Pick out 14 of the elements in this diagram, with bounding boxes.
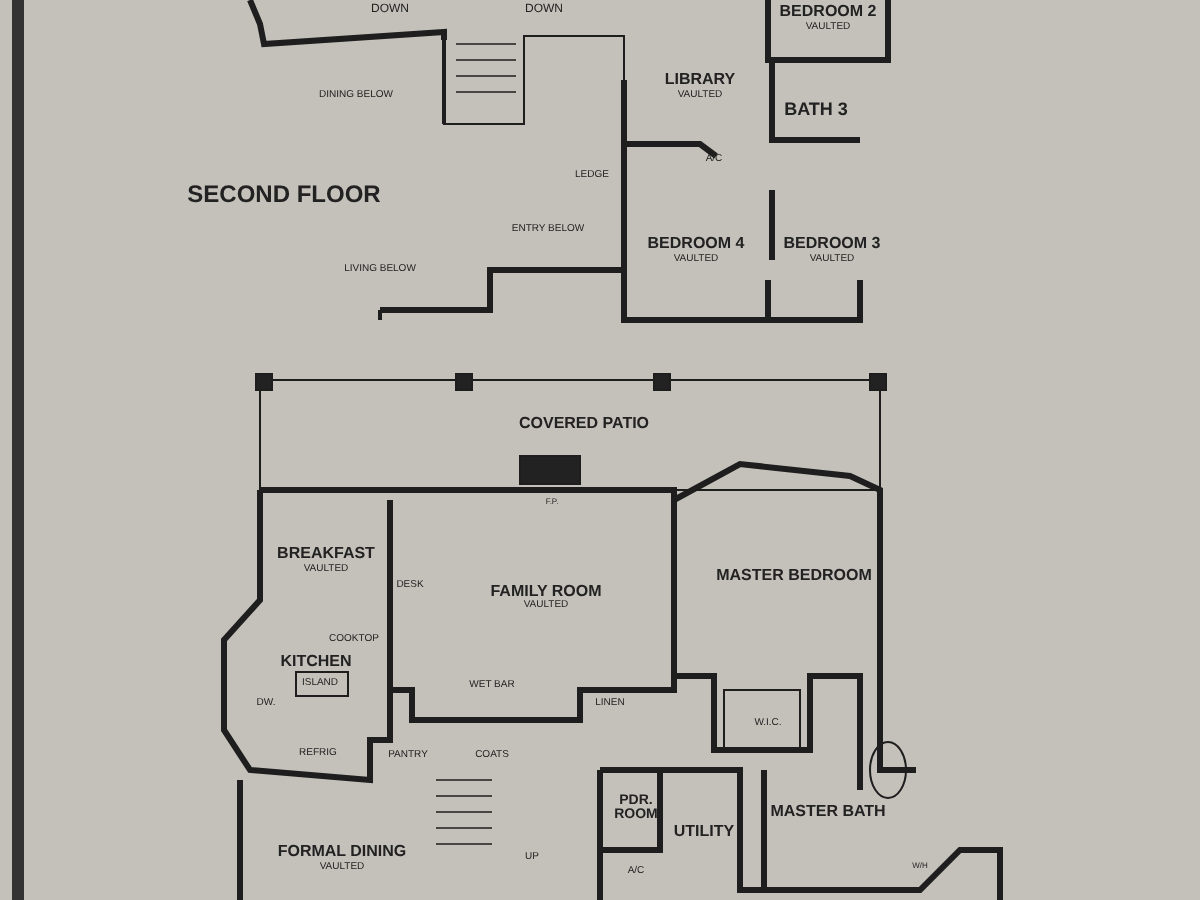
room-label: FORMAL DINING bbox=[277, 844, 407, 860]
floor-title: SECOND FLOOR bbox=[187, 182, 381, 206]
room-label: BEDROOM 4 bbox=[647, 236, 745, 252]
room-label: UTILITY bbox=[673, 824, 735, 840]
room-label: BATH 3 bbox=[784, 101, 848, 119]
room-label: FAMILY ROOM bbox=[490, 584, 602, 600]
room-label: BEDROOM 3 bbox=[783, 236, 881, 252]
room-label: LIBRARY bbox=[664, 72, 736, 88]
room-label: COVERED PATIO bbox=[518, 416, 650, 432]
room-label: BREAKFAST bbox=[277, 546, 375, 562]
room-label: MASTER BEDROOM bbox=[716, 568, 872, 584]
room-label: MASTER BATH bbox=[770, 804, 886, 820]
room-label: KITCHEN bbox=[280, 654, 352, 670]
room-label: BEDROOM 2 bbox=[779, 4, 877, 20]
